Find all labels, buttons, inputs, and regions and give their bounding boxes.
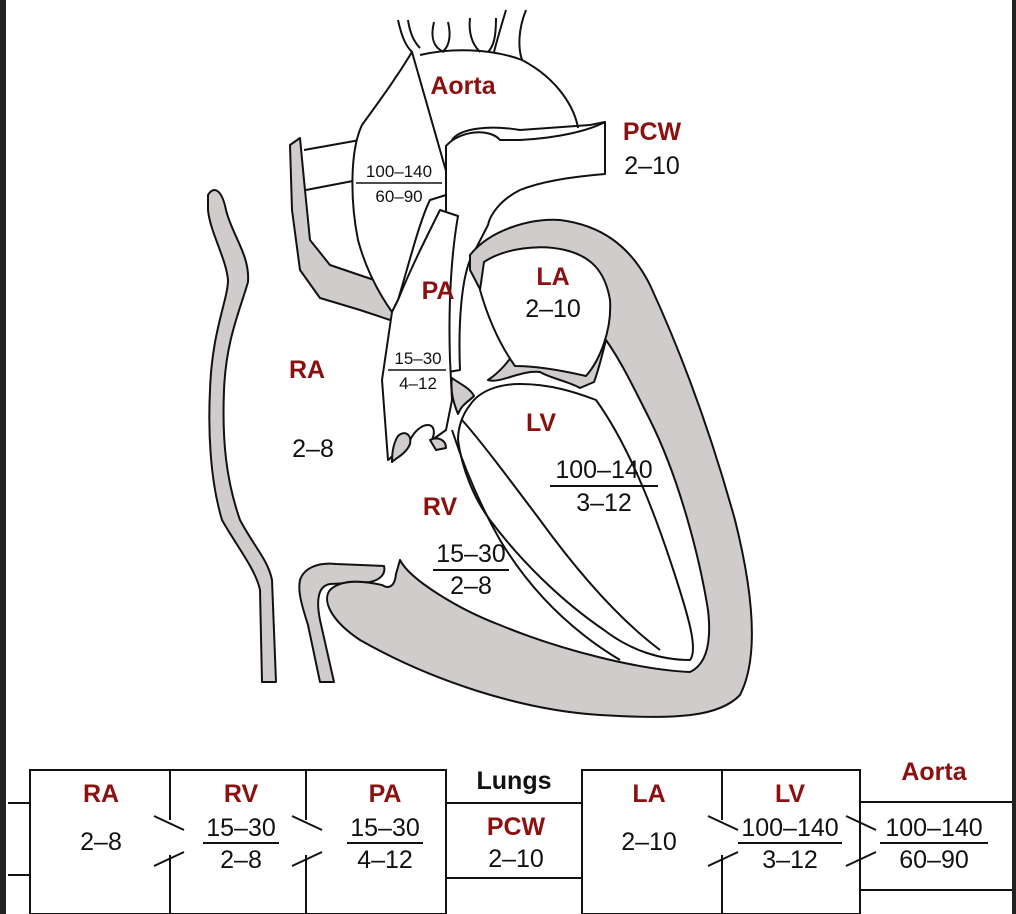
flow-aorta-label: Aorta <box>901 758 967 786</box>
heart-ra-value: 2–8 <box>292 435 334 463</box>
flow-lv-label: LV <box>775 780 805 808</box>
heart-pa-systolic: 15–30 <box>394 349 441 368</box>
flow-ra-label: RA <box>83 780 119 808</box>
heart-lv-systolic: 100–140 <box>555 456 652 484</box>
flow-aorta-diastolic: 60–90 <box>899 846 969 874</box>
flow-schematic <box>8 769 1012 914</box>
flow-pcw-label: PCW <box>487 813 546 841</box>
pulmonary-valve-flap <box>450 377 475 415</box>
flow-lv-diastolic: 3–12 <box>762 846 818 874</box>
heart-lv-label: LV <box>526 409 556 437</box>
right-heart-box <box>29 769 447 914</box>
right-atrium-wall <box>207 189 277 683</box>
heart-la-label: LA <box>536 263 569 291</box>
heart-lv-diastolic: 3–12 <box>576 489 632 517</box>
left-frame-edge <box>0 0 6 914</box>
flow-la-value: 2–10 <box>621 828 677 856</box>
flow-aorta-systolic: 100–140 <box>885 814 982 842</box>
aortic-arch-branches <box>397 9 527 61</box>
flow-ra-value: 2–8 <box>80 828 122 856</box>
heart-aorta-label: Aorta <box>430 72 496 100</box>
left-ventricle-chamber <box>457 383 695 661</box>
heart-pcw-value: 2–10 <box>624 152 680 180</box>
heart-pa-diastolic: 4–12 <box>399 374 437 393</box>
inferior-vena-cava <box>298 562 386 683</box>
flow-pa-systolic: 15–30 <box>350 814 420 842</box>
flow-pcw-value: 2–10 <box>488 845 544 873</box>
ventricle-walls <box>326 218 753 718</box>
heart-illustration <box>207 9 753 718</box>
heart-aorta-systolic: 100–140 <box>366 162 432 181</box>
heart-rv-systolic: 15–30 <box>436 540 506 568</box>
left-atrium-chamber <box>479 246 612 377</box>
tricuspid-valve-flap-2 <box>429 437 447 451</box>
flow-rv-label: RV <box>224 780 259 808</box>
right-frame-edge <box>1012 0 1016 914</box>
heart-rv-diastolic: 2–8 <box>450 572 492 600</box>
flow-pa-diastolic: 4–12 <box>357 846 413 874</box>
flow-la-label: LA <box>632 780 665 808</box>
heart-pa-label: PA <box>422 277 455 305</box>
tricuspid-valve-flap <box>391 432 412 463</box>
heart-rv-label: RV <box>423 493 458 521</box>
heart-la-value: 2–10 <box>525 295 581 323</box>
flow-lv-systolic: 100–140 <box>741 814 838 842</box>
heart-pcw-label: PCW <box>623 118 682 146</box>
heart-aorta-diastolic: 60–90 <box>375 187 422 206</box>
flow-lungs-label: Lungs <box>477 767 552 795</box>
flow-rv-systolic: 15–30 <box>206 814 276 842</box>
flow-pa-label: PA <box>369 780 402 808</box>
heart-ra-label: RA <box>289 356 325 384</box>
flow-rv-diastolic: 2–8 <box>220 846 262 874</box>
